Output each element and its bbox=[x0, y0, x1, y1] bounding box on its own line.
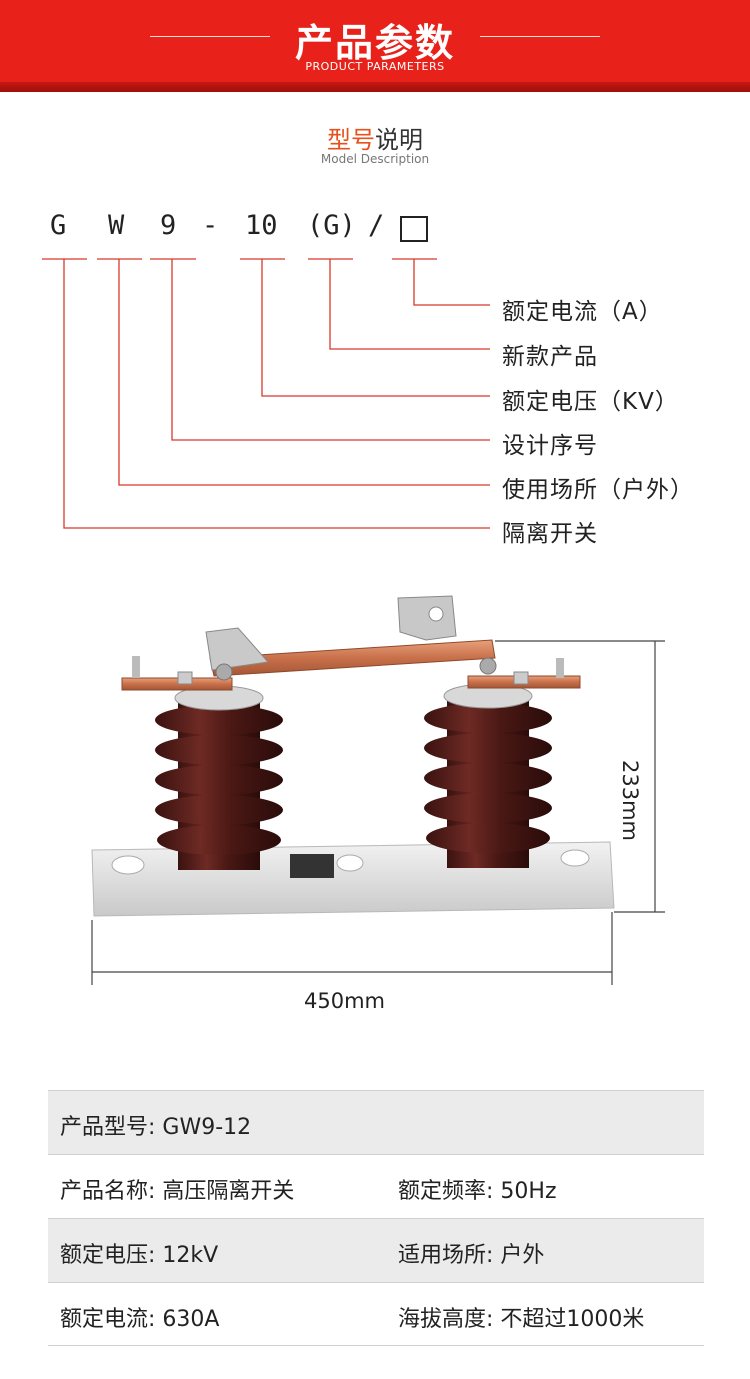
page-title: 产品参数 bbox=[294, 21, 455, 65]
table-row: 产品名称: 高压隔离开关 额定频率: 50Hz bbox=[48, 1154, 704, 1218]
code-char-10: 10 bbox=[245, 210, 278, 241]
legend-design-number: 设计序号 bbox=[502, 433, 598, 459]
legend-new-product: 新款产品 bbox=[502, 344, 598, 370]
code-char-g-paren: (G) bbox=[307, 210, 356, 241]
leader-isolating-switch bbox=[63, 259, 490, 529]
table-row: 额定电压: 12kV 适用场所: 户外 bbox=[48, 1218, 704, 1282]
code-placeholder-box bbox=[400, 216, 428, 242]
header-banner: 产品参数 PRODUCT PARAMETERS bbox=[0, 0, 750, 92]
section-title-highlight: 型号 bbox=[327, 126, 375, 154]
legend-usage-site: 使用场所（户外） bbox=[502, 477, 694, 503]
nameplate bbox=[290, 854, 334, 878]
banner-shadow bbox=[0, 82, 750, 92]
spec-name: 产品名称: 高压隔离开关 bbox=[60, 1179, 295, 1204]
leader-design-number bbox=[171, 259, 490, 441]
spec-site: 适用场所: 户外 bbox=[398, 1243, 545, 1268]
dimension-height: 233mm bbox=[618, 760, 642, 841]
code-char-w: W bbox=[108, 210, 125, 241]
code-char-dash: - bbox=[202, 210, 219, 241]
product-image bbox=[91, 595, 665, 985]
dimension-width: 450mm bbox=[304, 989, 385, 1013]
leader-new-product bbox=[329, 259, 490, 350]
legend-rated-current: 额定电流（A） bbox=[502, 299, 663, 325]
code-char-9: 9 bbox=[160, 210, 177, 241]
banner-right-line bbox=[480, 36, 600, 37]
model-leader-lines bbox=[42, 258, 490, 529]
dimension-lines bbox=[91, 640, 665, 985]
leader-rated-voltage bbox=[261, 259, 490, 397]
copper-blade bbox=[121, 595, 581, 691]
spec-frequency: 额定频率: 50Hz bbox=[398, 1179, 557, 1204]
table-row: 额定电流: 630A 海拔高度: 不超过1000米 bbox=[48, 1282, 704, 1346]
spec-model: 产品型号: GW9-12 bbox=[60, 1115, 252, 1140]
section-title-rest: 说明 bbox=[375, 126, 423, 154]
table-row: 产品型号: GW9-12 bbox=[48, 1090, 704, 1154]
banner-left-line bbox=[150, 36, 270, 37]
spec-voltage: 额定电压: 12kV bbox=[60, 1243, 219, 1268]
code-char-slash: / bbox=[368, 210, 385, 241]
right-insulator bbox=[424, 683, 552, 868]
specs-table: 产品型号: GW9-12 产品名称: 高压隔离开关 额定频率: 50Hz 额定电… bbox=[48, 1090, 704, 1346]
legend-rated-voltage: 额定电压（KV） bbox=[502, 389, 679, 415]
section-subtitle: Model Description bbox=[320, 152, 430, 166]
left-insulator bbox=[155, 685, 283, 870]
spec-altitude: 海拔高度: 不超过1000米 bbox=[398, 1307, 645, 1332]
spec-current: 额定电流: 630A bbox=[60, 1307, 220, 1332]
legend-isolating-switch: 隔离开关 bbox=[502, 521, 598, 547]
leader-rated-current bbox=[413, 259, 490, 306]
page-subtitle: PRODUCT PARAMETERS bbox=[305, 60, 445, 73]
section-title: 型号说明 bbox=[0, 120, 750, 155]
mounting-base bbox=[91, 841, 615, 917]
leader-usage-site bbox=[118, 259, 490, 486]
code-char-g: G bbox=[50, 210, 67, 241]
